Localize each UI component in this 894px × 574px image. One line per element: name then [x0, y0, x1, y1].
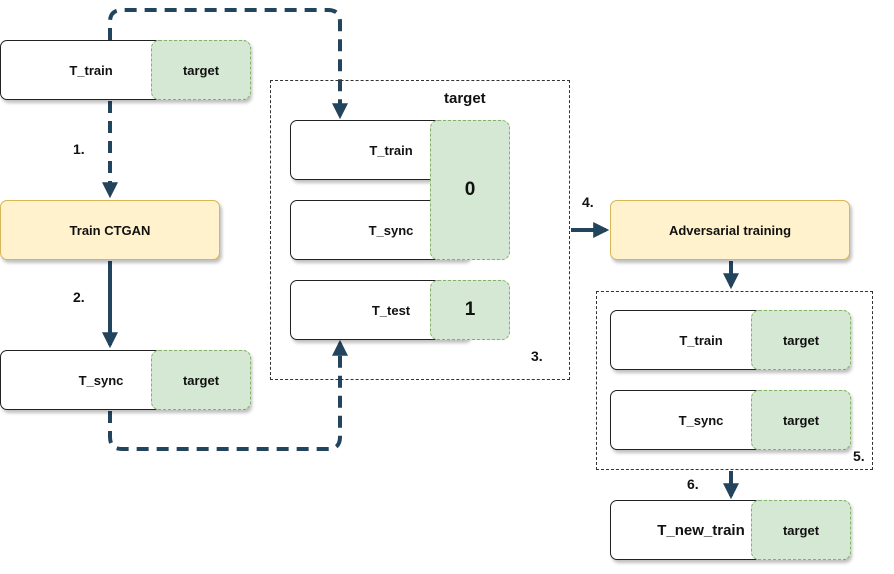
mid-t-train-label: T_train — [369, 142, 413, 158]
step-1-label: 1. — [73, 141, 85, 157]
step-4-label: 4. — [582, 194, 594, 210]
step-2-label: 2. — [73, 289, 85, 305]
right-t-sync-node: T_sync target — [610, 390, 851, 450]
left-t-train-node: T_train target — [0, 40, 251, 100]
middle-target-header: target — [444, 90, 486, 107]
right-t-train-node: T_train target — [610, 310, 851, 370]
left-t-train-label: T_train — [69, 62, 113, 78]
edge-sync-to-mid-test — [108, 339, 348, 451]
adversarial-training-process: Adversarial training — [610, 200, 850, 260]
right-t-sync-label: T_sync — [678, 412, 724, 428]
t-new-train-node: T_new_train target — [610, 500, 851, 560]
left-t-sync-node: T_sync target — [0, 350, 251, 410]
output-dataset-group — [596, 291, 873, 470]
step-5-label: 5. — [853, 448, 865, 464]
mid-t-sync-label: T_sync — [368, 222, 414, 238]
right-t-train-target: target — [751, 310, 851, 370]
t-new-train-target: target — [751, 500, 851, 560]
left-t-sync-target: target — [151, 350, 251, 410]
right-t-sync-target: target — [751, 390, 851, 450]
label-zero-box: 0 — [430, 120, 510, 260]
step-3-label: 3. — [531, 348, 543, 364]
edge-train-to-mid-train — [108, 8, 348, 120]
classifier-dataset-group — [270, 80, 570, 380]
left-t-sync-label: T_sync — [78, 372, 124, 388]
label-one-box: 1 — [430, 280, 510, 340]
left-t-train-target: target — [151, 40, 251, 100]
t-new-train-label: T_new_train — [657, 521, 745, 539]
train-ctgan-process: Train CTGAN — [0, 200, 220, 260]
step-6-label: 6. — [687, 476, 699, 492]
right-t-train-label: T_train — [679, 332, 723, 348]
mid-t-test-label: T_test — [371, 302, 411, 318]
